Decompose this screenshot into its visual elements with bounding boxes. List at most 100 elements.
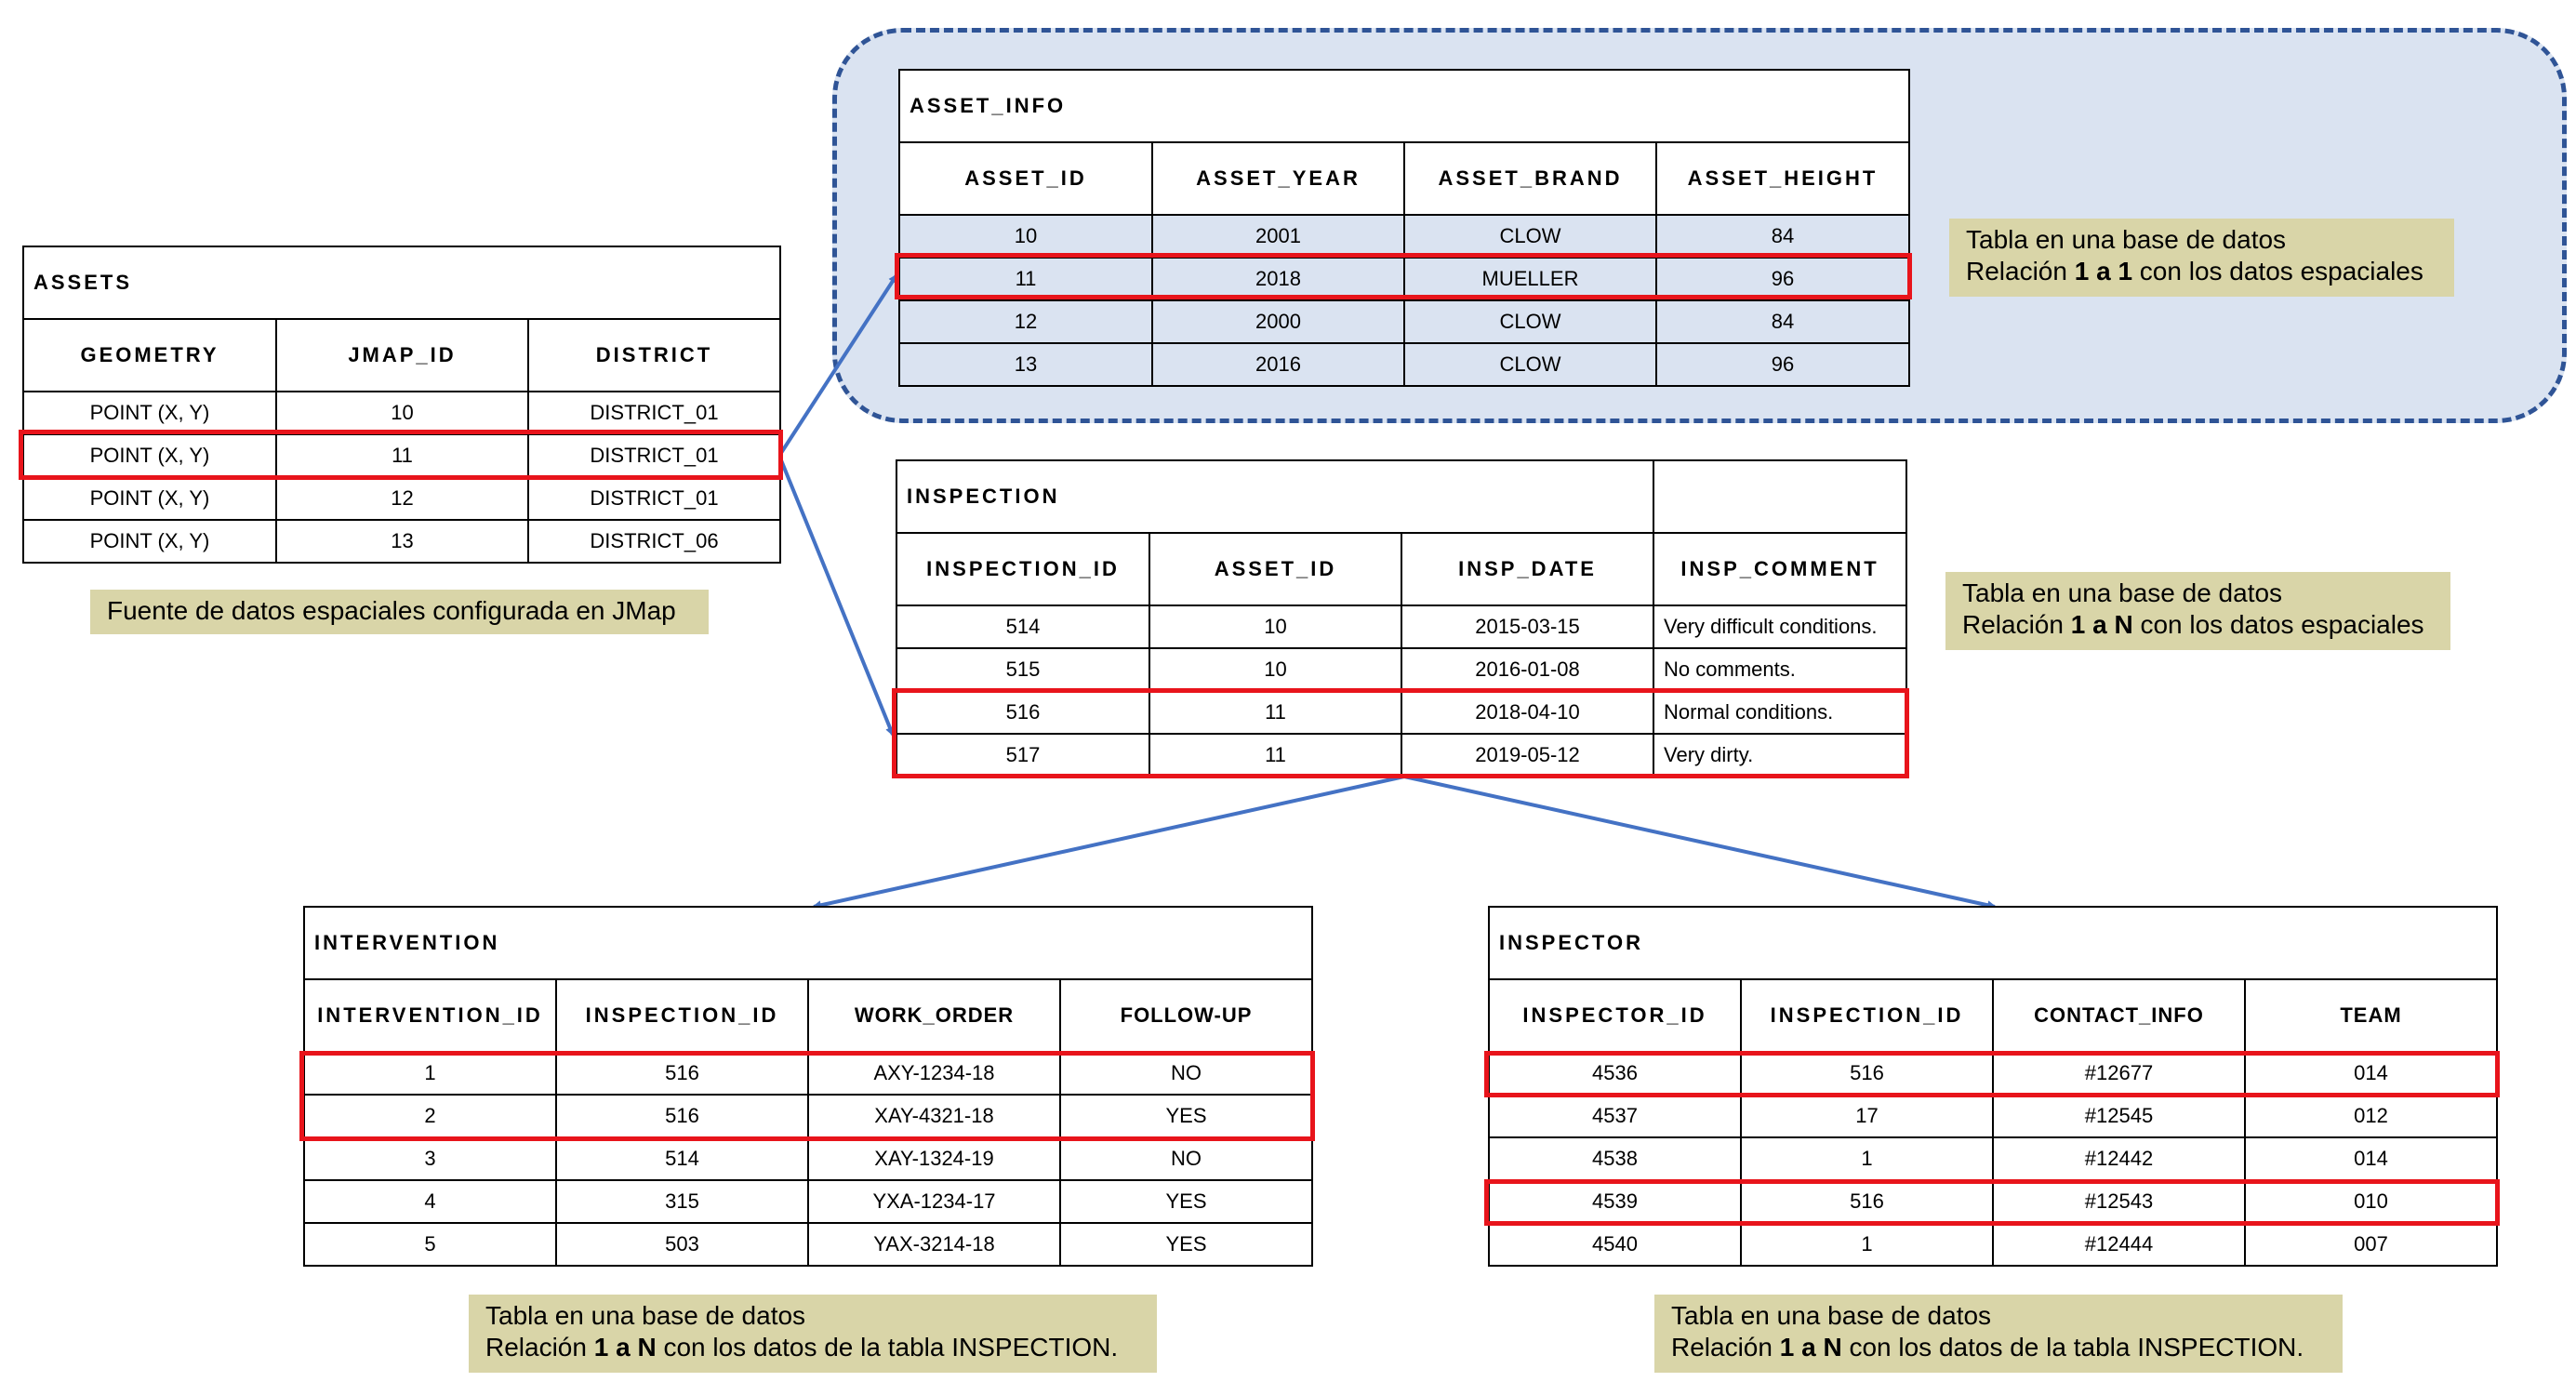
- table-row: 514 10 2015-03-15 Very difficult conditi…: [896, 604, 1908, 649]
- table-cell: 84: [1654, 214, 1911, 259]
- table-cell: 515: [896, 647, 1150, 692]
- table-row: 12 2000 CLOW 84: [898, 299, 1911, 344]
- column-header: INSPECTOR_ID: [1488, 978, 1742, 1053]
- table-row: 11 2018 MUELLER 96: [898, 257, 1911, 301]
- table-row: 3 514 XAY-1324-19 NO: [303, 1136, 1314, 1181]
- assets-note: Fuente de datos espaciales configurada e…: [90, 590, 709, 634]
- table-cell: 10: [275, 391, 529, 435]
- table-cell: Very dirty.: [1653, 733, 1908, 777]
- column-header: FOLLOW-UP: [1058, 978, 1314, 1053]
- arrow-inspection-to-intervention: [812, 775, 1405, 910]
- column-header: CONTACT_INFO: [1992, 978, 2246, 1053]
- table-cell: No comments.: [1653, 647, 1908, 692]
- table-cell: POINT (X, Y): [22, 476, 277, 521]
- table-cell: 1: [303, 1051, 557, 1096]
- table-cell: 516: [555, 1094, 809, 1138]
- table-row: 4536 516 #12677 014: [1488, 1051, 2499, 1096]
- table-cell: Normal conditions.: [1653, 690, 1908, 735]
- table-title: INSPECTION: [895, 459, 1655, 534]
- table-cell: NO: [1058, 1051, 1314, 1096]
- table-cell: 11: [898, 257, 1153, 301]
- table-row: 517 11 2019-05-12 Very dirty.: [896, 733, 1908, 777]
- table-cell: 4540: [1488, 1222, 1742, 1267]
- table-cell: 516: [896, 690, 1150, 735]
- asset-info-note: Tabla en una base de datos Relación 1 a …: [1949, 219, 2454, 297]
- table-cell: DISTRICT_01: [527, 433, 781, 478]
- inspector-note: Tabla en una base de datos Relación 1 a …: [1654, 1295, 2343, 1373]
- table-cell: 014: [2243, 1136, 2499, 1181]
- column-header: ASSET_BRAND: [1403, 141, 1657, 216]
- table-cell: 014: [2243, 1051, 2499, 1096]
- table-cell: 007: [2243, 1222, 2499, 1267]
- note-line: Relación 1 a N con los datos de la tabla…: [1671, 1333, 2304, 1362]
- table-cell: 13: [898, 342, 1153, 387]
- column-header: JMAP_ID: [275, 318, 529, 392]
- column-header: ASSET_HEIGHT: [1654, 141, 1911, 216]
- table-title: ASSETS: [22, 246, 781, 320]
- table-row: 4538 1 #12442 014: [1488, 1136, 2499, 1181]
- table-cell: DISTRICT_06: [527, 519, 781, 564]
- table-cell: 96: [1654, 342, 1911, 387]
- table-cell: 12: [898, 299, 1153, 344]
- inspection-table: INSPECTION INSPECTION_ID ASSET_ID INSP_D…: [895, 459, 1908, 777]
- table-cell: 012: [2243, 1094, 2499, 1138]
- note-line: Tabla en una base de datos: [485, 1301, 806, 1330]
- table-row: 5 503 YAX-3214-18 YES: [303, 1222, 1314, 1267]
- table-cell: CLOW: [1403, 214, 1657, 259]
- table-cell: NO: [1058, 1136, 1314, 1181]
- arrow-inspection-to-inspector: [1403, 775, 1997, 910]
- table-cell: 1: [1740, 1136, 1994, 1181]
- table-cell: YXA-1234-17: [807, 1179, 1061, 1224]
- column-header: DISTRICT: [527, 318, 781, 392]
- table-cell: DISTRICT_01: [527, 391, 781, 435]
- table-cell: 516: [1740, 1051, 1994, 1096]
- note-line: Relación 1 a N con los datos de la tabla…: [485, 1333, 1119, 1362]
- table-cell: YES: [1058, 1094, 1314, 1138]
- table-cell: YES: [1058, 1222, 1314, 1267]
- table-cell: 514: [555, 1136, 809, 1181]
- table-cell: DISTRICT_01: [527, 476, 781, 521]
- table-cell: 17: [1740, 1094, 1994, 1138]
- table-cell: CLOW: [1403, 342, 1657, 387]
- table-row: POINT (X, Y) 13 DISTRICT_06: [22, 519, 781, 564]
- table-row: 516 11 2018-04-10 Normal conditions.: [896, 690, 1908, 735]
- table-row: POINT (X, Y) 11 DISTRICT_01: [22, 433, 781, 478]
- column-header: INSPECTION_ID: [555, 978, 809, 1053]
- table-cell: 517: [896, 733, 1150, 777]
- table-row: 4540 1 #12444 007: [1488, 1222, 2499, 1267]
- table-cell: XAY-1324-19: [807, 1136, 1061, 1181]
- table-cell: XAY-4321-18: [807, 1094, 1061, 1138]
- table-cell: 4: [303, 1179, 557, 1224]
- table-cell: 13: [275, 519, 529, 564]
- table-cell: 2016-01-08: [1400, 647, 1655, 692]
- table-cell: #12444: [1992, 1222, 2246, 1267]
- table-cell: CLOW: [1403, 299, 1657, 344]
- column-header: GEOMETRY: [22, 318, 277, 392]
- table-cell: 96: [1654, 257, 1911, 301]
- table-row: 13 2016 CLOW 96: [898, 342, 1911, 387]
- note-line: Relación 1 a 1 con los datos espaciales: [1966, 257, 2423, 286]
- column-header: ASSET_ID: [1149, 532, 1402, 606]
- table-cell: YES: [1058, 1179, 1314, 1224]
- table-cell: 10: [898, 214, 1153, 259]
- table-cell: 4537: [1488, 1094, 1742, 1138]
- assets-table: ASSETS GEOMETRY JMAP_ID DISTRICT POINT (…: [22, 246, 781, 564]
- highlight-box: [1484, 1051, 2500, 1097]
- inspector-table: INSPECTOR INSPECTOR_ID INSPECTION_ID CON…: [1487, 906, 2499, 1267]
- column-header: INTERVENTION_ID: [303, 978, 557, 1053]
- table-cell: 84: [1654, 299, 1911, 344]
- note-line: Tabla en una base de datos: [1966, 225, 2287, 254]
- table-cell: 5: [303, 1222, 557, 1267]
- column-header: WORK_ORDER: [807, 978, 1061, 1053]
- table-cell: 10: [1149, 604, 1402, 649]
- table-cell: 2001: [1151, 214, 1405, 259]
- highlight-box: [299, 1051, 1315, 1141]
- note-text: Fuente de datos espaciales configurada e…: [107, 596, 676, 625]
- table-cell: 315: [555, 1179, 809, 1224]
- column-header: INSP_DATE: [1400, 532, 1655, 606]
- table-cell: YAX-3214-18: [807, 1222, 1061, 1267]
- table-row: 10 2001 CLOW 84: [898, 214, 1911, 259]
- table-cell: 3: [303, 1136, 557, 1181]
- arrow-assets-to-asset-info: [777, 273, 898, 458]
- asset-info-table: ASSET_INFO ASSET_ID ASSET_YEAR ASSET_BRA…: [897, 69, 1911, 387]
